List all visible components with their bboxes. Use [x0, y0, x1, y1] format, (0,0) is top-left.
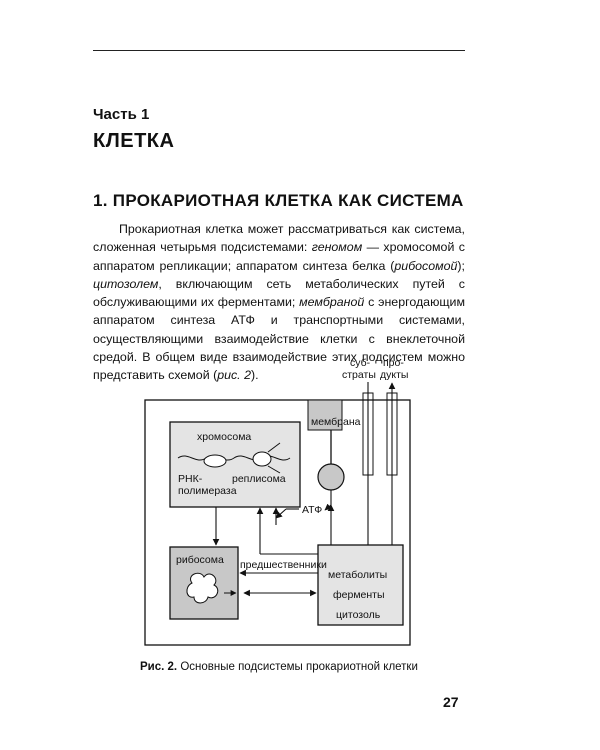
enzymes-label: ферменты: [333, 589, 385, 601]
figure-caption: Рис. 2. Основные подсистемы прокариотной…: [140, 661, 418, 673]
metabolites-label: метаболиты: [328, 569, 387, 581]
cytosol-label: цитозоль: [336, 609, 381, 621]
atp-from-synthase: [324, 503, 332, 511]
term-genome: геномом: [311, 240, 363, 255]
replisome-label: реплисома: [232, 473, 286, 485]
cell-outline: [144, 399, 411, 646]
part-title: КЛЕТКА: [93, 130, 175, 152]
atp-label: АТФ: [302, 504, 322, 516]
rna-polymerase-icon: [203, 454, 227, 468]
substrates-label: суб-: [350, 357, 371, 369]
text-run: , включающим сеть метаболических путей с…: [93, 276, 465, 310]
product-channel: [386, 392, 398, 476]
ribosome-label: рибосома: [176, 554, 224, 566]
atp-to-genome-arrow: [275, 508, 287, 519]
text-run: );: [457, 258, 465, 273]
body-paragraph: Прокариотная клетка может рассматриватьс…: [93, 220, 465, 385]
text-run: с энергодающим аппаратом синтеза АТФ и т…: [93, 295, 465, 383]
ribosome-icon: [186, 572, 219, 604]
chromosome-label: хромосома: [197, 431, 251, 443]
caption-text: Основные подсистемы прокариотной клетки: [177, 661, 418, 673]
caption-label: Рис. 2.: [140, 661, 178, 673]
text-run: Прокариотная клетка может рассматриватьс…: [93, 222, 465, 255]
precursors-label: предшественники: [240, 559, 327, 571]
section-title: 1. ПРОКАРИОТНАЯ КЛЕТКА КАК СИСТЕМА: [93, 191, 464, 210]
atp-synthase-icon: [317, 463, 345, 491]
text-run: ).: [250, 368, 259, 383]
substrates-label: страты: [342, 369, 376, 381]
term-membrane: мембраной: [299, 295, 365, 310]
membrane-label: мембрана: [311, 416, 361, 428]
top-rule: [93, 50, 465, 51]
products-label: про-: [383, 357, 404, 369]
figure-ref: рис. 2: [217, 368, 251, 383]
replisome-icon: [252, 451, 272, 467]
page-number: 27: [443, 694, 459, 710]
genome-box: [169, 421, 301, 508]
text-run: — хромосомой с аппаратом репликации; апп…: [93, 240, 465, 273]
figure-2: мембрана суб- страты про- дукты хромосом…: [140, 355, 460, 655]
substrate-channel: [362, 392, 374, 476]
term-ribosome: рибосомой: [394, 258, 458, 273]
products-label: дукты: [380, 369, 408, 381]
rna-polymerase-label: РНК-: [178, 473, 203, 485]
membrane-patch: [307, 399, 343, 431]
cell-subsystems-diagram: мембрана суб- страты про- дукты хромосом…: [144, 357, 411, 646]
rna-polymerase-label: полимераза: [178, 485, 237, 497]
cytosol-box: [317, 544, 404, 626]
part-label: Часть 1: [93, 106, 150, 123]
term-cytosol: цитозолем: [93, 276, 159, 291]
replication-fork-icon: [267, 442, 281, 474]
